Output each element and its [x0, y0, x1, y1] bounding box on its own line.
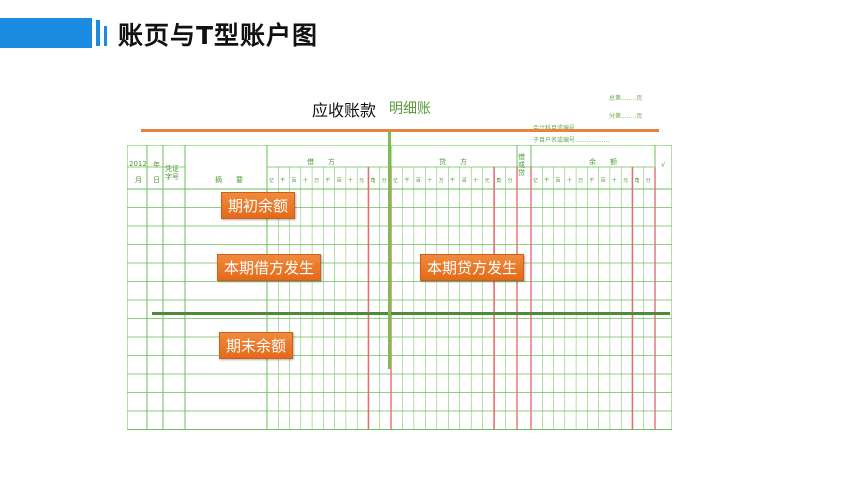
header-year: 2012 — [129, 160, 147, 168]
header-digit-place: 亿 — [269, 178, 275, 184]
t-account-middle-rule — [152, 312, 670, 315]
header-digit-place: 百 — [461, 178, 467, 184]
header-day: 日 — [153, 176, 160, 184]
header-credit: 贷 方 — [439, 158, 467, 166]
header-month: 月 — [135, 176, 142, 184]
header-digit-place: 百 — [555, 178, 561, 184]
opening-balance-label: 期初余额 — [221, 192, 296, 219]
header-digit-place: 百 — [336, 178, 342, 184]
header-digit-place: 十 — [427, 178, 433, 184]
ledger-grid — [127, 145, 672, 430]
header-digit-place: 角 — [496, 178, 502, 184]
header-digit-place: 百 — [291, 178, 297, 184]
header-year-label: 年 — [153, 161, 160, 169]
header-digit-place: 亿 — [393, 178, 399, 184]
header-digit-place: 千 — [450, 178, 456, 184]
header-digit-place: 角 — [370, 178, 376, 184]
t-account-vertical-rule — [388, 131, 391, 369]
header-digit-place: 十 — [473, 178, 479, 184]
header-debit-or-credit: 借或贷 — [518, 153, 525, 177]
header-check: √ — [661, 161, 666, 169]
sub-page-field: 分第........页 — [609, 113, 643, 120]
header-digit-place: 十 — [566, 178, 572, 184]
account-code-field: 会计科目或编号.................. — [533, 123, 609, 132]
header-voucher: 凭证字号 — [165, 165, 179, 181]
header-digit-place: 十 — [347, 178, 353, 184]
page-title: 账页与T型账户图 — [118, 21, 319, 50]
ledger-account-name: 应收账款 — [312, 101, 377, 120]
header-digit-place: 元 — [623, 178, 629, 184]
header-digit-place: 十 — [611, 178, 617, 184]
header-digit-place: 元 — [359, 178, 365, 184]
header-digit-place: 百 — [600, 178, 606, 184]
header-digit-place: 分 — [645, 178, 651, 184]
header-digit-place: 万 — [314, 178, 320, 184]
ledger-type: 明细账 — [389, 101, 431, 117]
header-debit: 借 方 — [307, 158, 335, 166]
title-accent-bar — [0, 18, 92, 48]
header-digit-place: 亿 — [533, 178, 539, 184]
t-account-top-rule — [141, 129, 659, 132]
header-balance: 余 额 — [589, 158, 617, 166]
header-digit-place: 万 — [438, 178, 444, 184]
debit-occurrence-label: 本期借方发生 — [217, 254, 322, 281]
header-digit-place: 千 — [325, 178, 331, 184]
header-digit-place: 千 — [280, 178, 286, 184]
credit-occurrence-label: 本期贷方发生 — [420, 254, 525, 281]
header-digit-place: 十 — [302, 178, 308, 184]
header-digit-place: 百 — [415, 178, 421, 184]
header-summary: 摘 要 — [215, 176, 243, 184]
header-digit-place: 分 — [507, 178, 513, 184]
header-digit-place: 分 — [381, 178, 387, 184]
title-accent-divider — [96, 20, 100, 46]
closing-balance-label: 期末余额 — [219, 332, 294, 359]
header-digit-place: 元 — [484, 178, 490, 184]
header-digit-place: 千 — [589, 178, 595, 184]
header-digit-place: 千 — [544, 178, 550, 184]
title-accent-divider-small — [104, 26, 107, 46]
total-page-field: 总第........页 — [609, 95, 643, 102]
sub-account-field: 子目户名或编号.................. — [533, 137, 610, 144]
header-digit-place: 千 — [404, 178, 410, 184]
header-digit-place: 万 — [578, 178, 584, 184]
ledger-sheet: 应收账款 明细账 总第........页 分第........页 会计科目或编号… — [127, 85, 672, 430]
header-digit-place: 角 — [634, 178, 640, 184]
